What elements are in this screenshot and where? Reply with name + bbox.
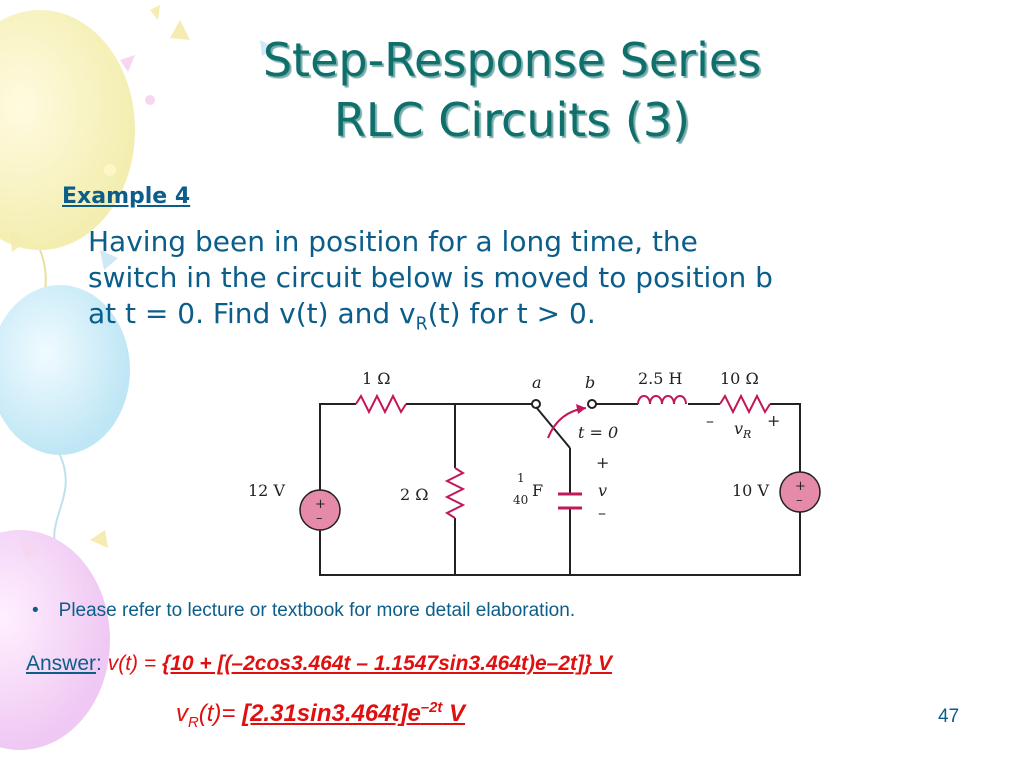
label-vr-minus: – xyxy=(706,411,714,430)
label-vr-plus: + xyxy=(767,411,780,430)
switch-terminal-a xyxy=(531,399,541,409)
inductor-coil xyxy=(637,395,687,405)
page-number: 47 xyxy=(938,706,960,727)
label-v: v xyxy=(598,481,607,500)
voltage-source-12v xyxy=(299,489,341,531)
rlc-circuit-diagram: 1 Ω a b 2.5 H 10 Ω – vR + t = 0 12 V 2 Ω… xyxy=(248,369,821,576)
label-r3: 2 Ω xyxy=(400,485,429,504)
yellow-balloon xyxy=(0,10,135,250)
label-t0: t = 0 xyxy=(578,423,618,442)
answer-vr-pre: v xyxy=(176,700,188,727)
problem-statement: Having been in position for a long time,… xyxy=(88,224,948,343)
answer-colon: : xyxy=(96,652,102,675)
problem-line1: Having been in position for a long time,… xyxy=(88,225,698,258)
answer-vr-value: [2.31sin3.464t]e–2t V xyxy=(242,700,465,727)
label-src1: 12 V xyxy=(248,481,285,500)
answer-vr-value-sup: –2t xyxy=(420,700,443,716)
capacitor xyxy=(558,492,582,510)
example-heading: Example 4 xyxy=(62,184,191,209)
label-v-plus: + xyxy=(596,453,609,472)
problem-line3-pre: at t = 0. Find v(t) and v xyxy=(88,297,416,330)
label-inductor: 2.5 H xyxy=(638,369,683,388)
resistor-2ohm xyxy=(444,467,466,519)
label-r2: 10 Ω xyxy=(720,369,759,388)
slide-title-line1: Step-Response Series xyxy=(262,33,762,87)
resistor-10ohm xyxy=(719,393,771,415)
src1-plus: + xyxy=(315,497,326,512)
src1-minus: – xyxy=(316,511,323,526)
src2-minus: – xyxy=(796,493,803,508)
bullet-dot-icon: • xyxy=(32,600,39,621)
resistor-1ohm xyxy=(355,393,407,415)
answer-line2: vR(t)= [2.31sin3.464t]e–2t V xyxy=(176,700,465,731)
answer-line1: Answer: v(t) = {10 + [(–2cos3.464t – 1.1… xyxy=(26,652,612,676)
bullet-note: • Please refer to lecture or textbook for… xyxy=(32,600,575,622)
pink-balloon xyxy=(0,530,110,750)
answer-label: Answer xyxy=(26,652,97,675)
label-r1: 1 Ω xyxy=(362,369,391,388)
answer-v-expr: v(t) = xyxy=(107,652,162,675)
problem-line3-post: (t) for t > 0. xyxy=(427,297,596,330)
switch-terminal-b xyxy=(587,399,597,409)
answer-vr-value-pre: [2.31sin3.464t]e xyxy=(242,700,421,727)
problem-line3-sub: R xyxy=(415,314,428,335)
problem-line3: at t = 0. Find v(t) and vR(t) for t > 0. xyxy=(88,296,948,343)
answer-v-value: {10 + [(–2cos3.464t – 1.1547sin3.464t)e–… xyxy=(161,652,613,675)
answer-vr-sub: R xyxy=(188,714,199,731)
bullet-text: Please refer to lecture or textbook for … xyxy=(58,600,576,621)
label-src2: 10 V xyxy=(732,481,769,500)
label-cap-den: 40 xyxy=(513,493,528,507)
label-vr: vR xyxy=(734,419,751,441)
problem-line2: switch in the circuit below is moved to … xyxy=(88,261,773,294)
label-cap-unit: F xyxy=(532,481,543,500)
label-a: a xyxy=(532,373,542,392)
slide-title-line2: RLC Circuits (3) xyxy=(333,93,691,147)
label-cap-num: 1 xyxy=(517,471,525,485)
blue-balloon xyxy=(0,285,130,455)
answer-vr-post: (t)= xyxy=(198,700,243,727)
label-v-minus: – xyxy=(598,503,606,522)
src2-plus: + xyxy=(795,479,806,494)
answer-vr-value-post: V xyxy=(442,700,466,727)
label-b: b xyxy=(585,373,595,392)
